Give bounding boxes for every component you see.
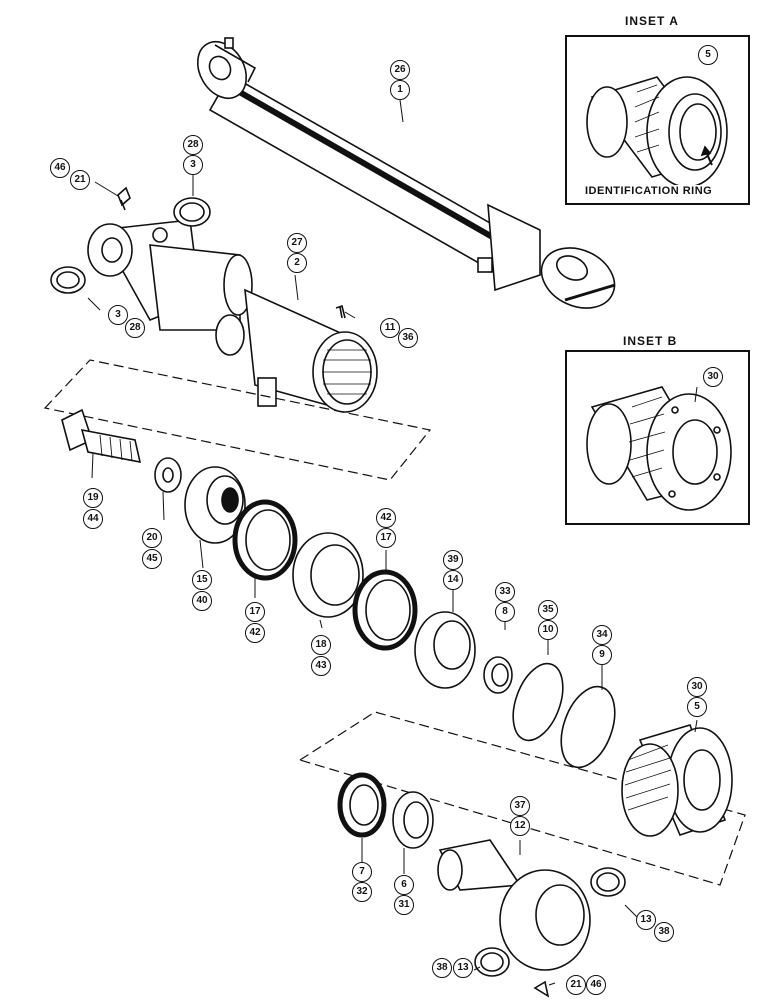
callout-2: 2 <box>287 253 307 273</box>
bearing-upper <box>173 197 211 227</box>
callout-12: 12 <box>510 816 530 836</box>
piston-rod <box>437 839 591 971</box>
callout-44: 44 <box>83 509 103 529</box>
piston <box>184 466 246 544</box>
callout-42: 42 <box>245 623 265 643</box>
inset-a-callout: 5 <box>698 45 718 65</box>
callout-45: 45 <box>142 549 162 569</box>
wear-ring <box>292 532 364 618</box>
callout-35: 35 <box>538 600 558 620</box>
inset-a <box>565 35 750 205</box>
callout-17-b: 17 <box>376 528 396 548</box>
callout-8: 8 <box>495 602 515 622</box>
inset-a-title: INSET A <box>625 14 679 28</box>
callout-28: 28 <box>183 135 203 155</box>
wiper <box>392 791 434 849</box>
callout-46: 46 <box>50 158 70 178</box>
callout-38-b: 38 <box>432 958 452 978</box>
callout-10: 10 <box>538 620 558 640</box>
piston-seal-2 <box>352 569 418 651</box>
callout-34: 34 <box>592 625 612 645</box>
callout-3: 3 <box>183 155 203 175</box>
callout-20: 20 <box>142 528 162 548</box>
callout-14: 14 <box>443 570 463 590</box>
callout-13: 13 <box>636 910 656 930</box>
gland <box>621 724 733 837</box>
bearing-left <box>50 266 86 294</box>
callout-18: 18 <box>311 635 331 655</box>
o-ring <box>512 662 564 742</box>
callout-11: 11 <box>380 318 400 338</box>
callout-19: 19 <box>83 488 103 508</box>
bolt <box>61 408 142 464</box>
callout-28-lower: 28 <box>125 318 145 338</box>
grease-fitting-top <box>117 186 131 211</box>
washer <box>154 457 182 493</box>
piston-seal <box>232 499 298 581</box>
callout-39: 39 <box>443 550 463 570</box>
callout-15: 15 <box>192 570 212 590</box>
callout-5: 5 <box>687 697 707 717</box>
callout-1: 1 <box>390 80 410 100</box>
callout-17: 17 <box>245 602 265 622</box>
callout-38: 38 <box>654 922 674 942</box>
inset-b-title: INSET B <box>623 334 678 348</box>
callout-7: 7 <box>352 862 372 882</box>
cylinder-barrel <box>87 219 378 413</box>
callout-36: 36 <box>398 328 418 348</box>
callout-9: 9 <box>592 645 612 665</box>
callout-33: 33 <box>495 582 515 602</box>
callout-32: 32 <box>352 882 372 902</box>
bearing-rod-right <box>590 867 626 897</box>
inset-b-drawing <box>586 386 732 511</box>
assembled-cylinder <box>196 37 616 309</box>
callout-46-b: 46 <box>586 975 606 995</box>
grease-fitting-bottom <box>533 980 550 998</box>
callout-30: 30 <box>687 677 707 697</box>
inset-b-callout: 30 <box>703 367 723 387</box>
callout-42-b: 42 <box>376 508 396 528</box>
piston-2 <box>414 611 476 689</box>
callout-37: 37 <box>510 796 530 816</box>
identification-ring-label: IDENTIFICATION RING <box>585 185 713 197</box>
callout-43: 43 <box>311 656 331 676</box>
bearing-rod-left <box>474 947 510 977</box>
callout-21: 21 <box>70 170 90 190</box>
callout-6: 6 <box>394 875 414 895</box>
inset-a-drawing <box>586 76 728 188</box>
screw <box>335 304 346 319</box>
callout-26: 26 <box>390 60 410 80</box>
callout-3-lower: 3 <box>108 305 128 325</box>
callout-21-b: 21 <box>566 975 586 995</box>
callout-13-b: 13 <box>453 958 473 978</box>
callout-40: 40 <box>192 591 212 611</box>
callout-27: 27 <box>287 233 307 253</box>
callout-31: 31 <box>394 895 414 915</box>
